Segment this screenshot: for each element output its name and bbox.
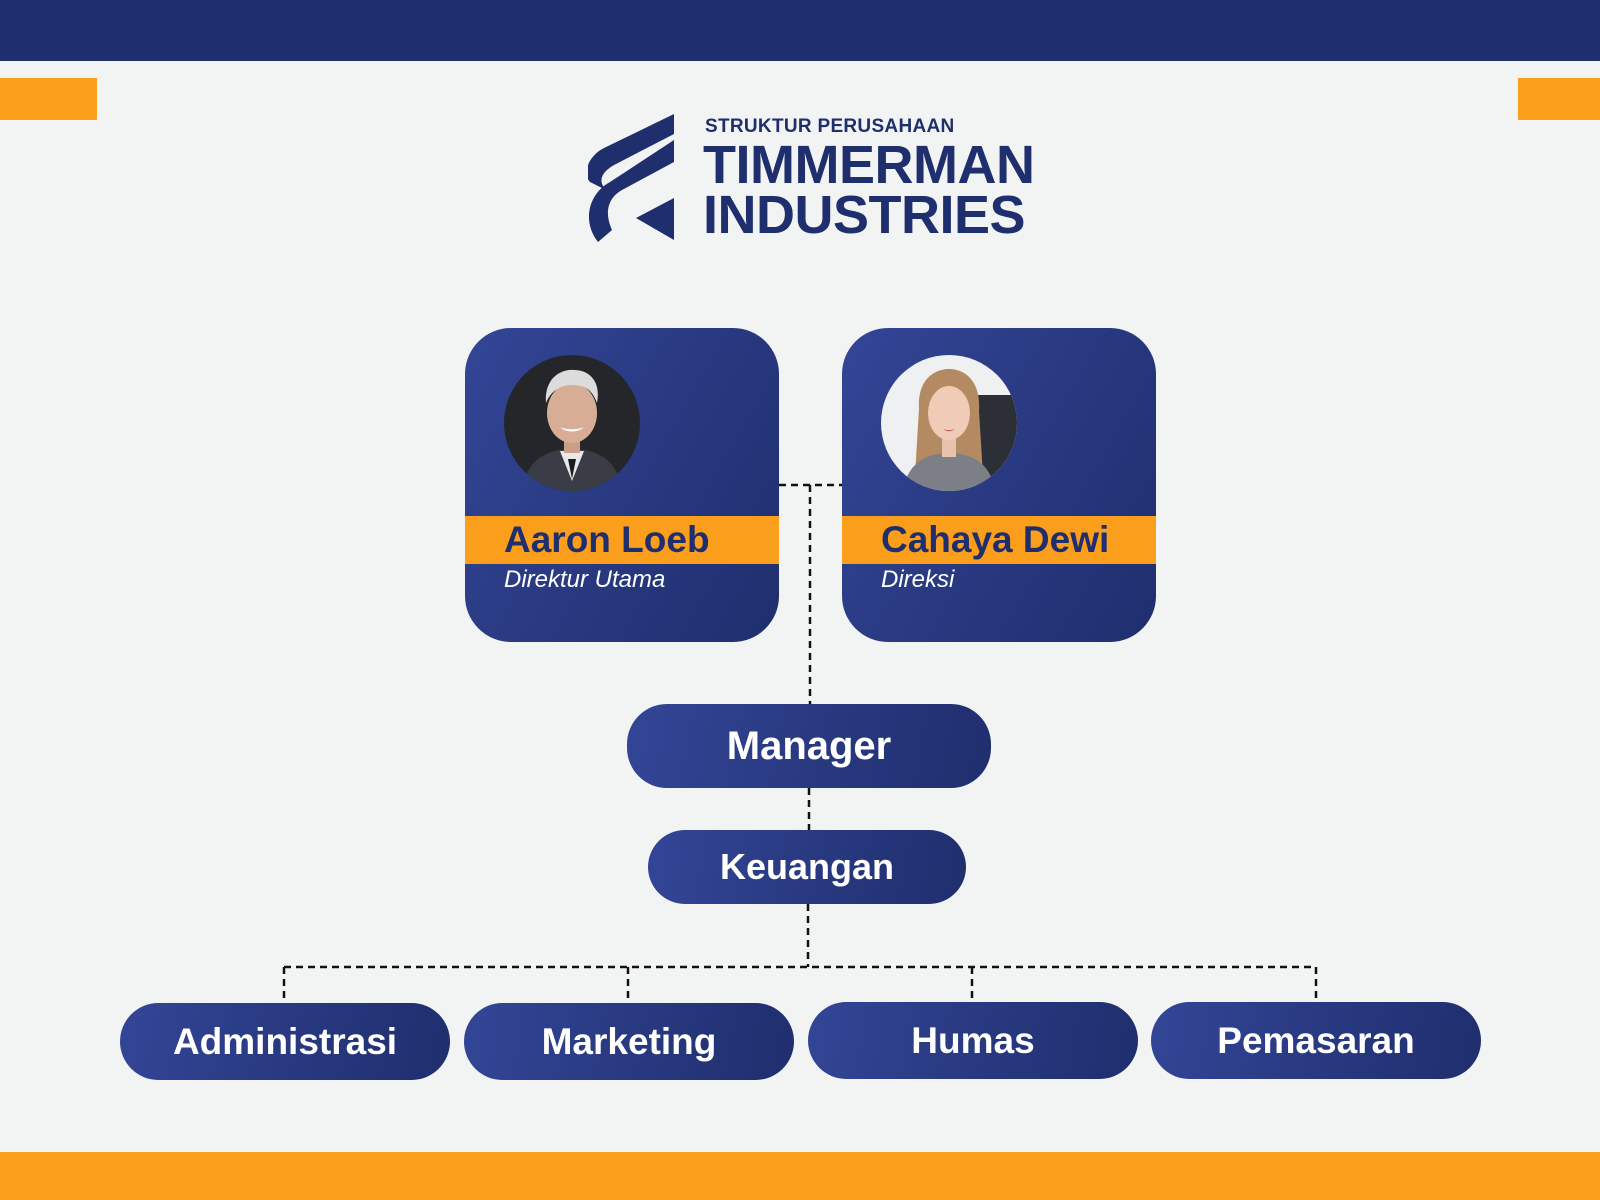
page-subtitle: STRUKTUR PERUSAHAAN <box>705 116 955 137</box>
name-strip: Cahaya Dewi <box>842 516 1156 564</box>
left-accent-bar <box>0 78 97 120</box>
leader-card-cahaya-dewi: Cahaya Dewi Direksi <box>842 328 1156 642</box>
department-node-marketing: Marketing <box>464 1003 794 1080</box>
leader-name: Aaron Loeb <box>504 519 710 560</box>
name-strip: Aaron Loeb <box>465 516 779 564</box>
manager-node: Manager <box>627 704 991 788</box>
avatar <box>881 355 1017 491</box>
department-node-humas: Humas <box>808 1002 1138 1079</box>
leader-name: Cahaya Dewi <box>881 519 1110 560</box>
company-name-line1: TIMMERMAN <box>703 135 1035 195</box>
leader-card-aaron-loeb: Aaron Loeb Direktur Utama <box>465 328 779 642</box>
leader-role: Direktur Utama <box>504 566 666 593</box>
stylized-s-logo-icon <box>588 114 674 242</box>
leader-role: Direksi <box>881 566 955 593</box>
company-name-line2: INDUSTRIES <box>703 185 1026 245</box>
top-banner <box>0 0 1600 61</box>
department-node-administrasi: Administrasi <box>120 1003 450 1080</box>
right-accent-bar <box>1518 78 1600 120</box>
bottom-banner <box>0 1152 1600 1200</box>
company-name: TIMMERMAN INDUSTRIES <box>703 135 1035 245</box>
avatar <box>504 355 640 491</box>
department-node-pemasaran: Pemasaran <box>1151 1002 1481 1079</box>
finance-node: Keuangan <box>648 830 966 904</box>
